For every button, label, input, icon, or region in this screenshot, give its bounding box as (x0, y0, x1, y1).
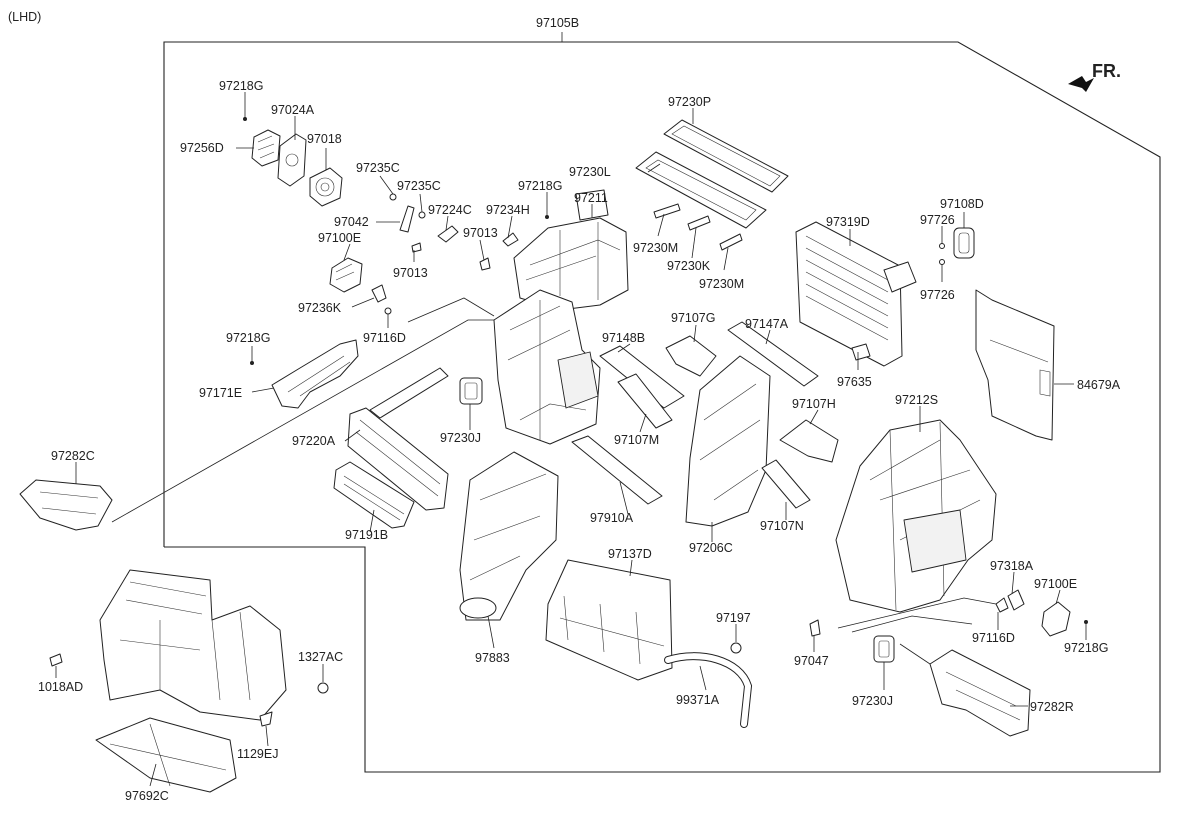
callout-97100e-right: 97100E (1034, 577, 1077, 591)
part-actuator-97100e-left (329, 257, 363, 293)
callout-97910a: 97910A (590, 511, 634, 525)
part-link-97042 (399, 205, 415, 233)
leader-lines (55, 92, 1087, 787)
part-cover-97692c (95, 717, 237, 793)
callout-97224c: 97224C (428, 203, 472, 217)
callout-97107m: 97107M (614, 433, 659, 447)
callout-97018: 97018 (307, 132, 342, 146)
callout-97148b: 97148B (602, 331, 645, 345)
callout-97107g: 97107G (671, 311, 715, 325)
callout-97234h: 97234H (486, 203, 530, 217)
callout-97218g-top: 97218G (219, 79, 263, 93)
callout-97212s: 97212S (895, 393, 938, 407)
callout-97318a: 97318A (990, 559, 1034, 573)
callout-97116d-right: 97116D (972, 631, 1015, 645)
callout-1327ac: 1327AC (298, 650, 343, 664)
callout-97107n: 97107N (760, 519, 804, 533)
callout-97230k: 97230K (667, 259, 711, 273)
part-lower-housing (493, 289, 601, 445)
part-heater-core-97220a (347, 367, 449, 511)
part-filter-frame-97230p (663, 119, 789, 193)
part-door-97107g (665, 335, 717, 377)
callout-97230j-right: 97230J (852, 694, 893, 708)
callout-97220a: 97220A (292, 434, 336, 448)
part-insulation-84679a (975, 289, 1055, 441)
callout-97100e-left: 97100E (318, 231, 361, 245)
part-filter-97191b (333, 461, 415, 529)
callout-97147a: 97147A (745, 317, 789, 331)
callout-97883: 97883 (475, 651, 510, 665)
part-door-97910a (571, 435, 663, 505)
callout-97726-2: 97726 (920, 288, 955, 302)
part-duct-97282c (19, 479, 113, 531)
callout-97218g-mid: 97218G (518, 179, 562, 193)
callout-97319d: 97319D (826, 215, 870, 229)
callout-97692c: 97692C (125, 789, 169, 803)
callout-97282r: 97282R (1030, 700, 1074, 714)
part-seal-97147a (727, 321, 819, 387)
callout-97230p: 97230P (668, 95, 711, 109)
callout-97230j-center: 97230J (440, 431, 481, 445)
part-heater-case-97212s (835, 419, 997, 613)
callout-97230m-2: 97230M (699, 277, 744, 291)
callout-97108d: 97108D (940, 197, 984, 211)
callout-labels: 97218G 97024A 97018 97256D 97235C 97235C… (38, 79, 1121, 803)
part-case-97206c (685, 355, 771, 527)
part-evaporator-97319d (795, 221, 917, 367)
callout-97235c-2: 97235C (397, 179, 441, 193)
callout-97218g-left: 97218G (226, 331, 270, 345)
part-door-97107m (617, 373, 673, 429)
callout-97137d: 97137D (608, 547, 652, 561)
callout-84679a: 84679A (1077, 378, 1121, 392)
callout-97206c: 97206C (689, 541, 733, 555)
callout-97191b: 97191B (345, 528, 388, 542)
callout-99371a: 99371A (676, 693, 720, 707)
assembly-label: 97105B (536, 16, 579, 30)
callout-97042: 97042 (334, 215, 369, 229)
part-duct-97883 (459, 451, 559, 621)
callout-97024a: 97024A (271, 103, 315, 117)
callout-97282c: 97282C (51, 449, 95, 463)
part-actuator-97100e-right (1041, 601, 1071, 637)
front-direction-arrow-icon (1068, 76, 1094, 92)
part-gasket-97230j-right (873, 635, 895, 663)
direction-label: FR. (1092, 61, 1121, 81)
callout-97171e: 97171E (199, 386, 242, 400)
part-lever-97024a (277, 133, 307, 187)
callout-97230m-1: 97230M (633, 241, 678, 255)
callout-97230l: 97230L (569, 165, 611, 179)
part-tray-97137d (545, 559, 673, 681)
part-door-97107n (761, 459, 811, 509)
part-gasket-97230j (459, 377, 483, 405)
part-grommet-97197 (730, 642, 742, 654)
part-seal-97108d (953, 227, 975, 259)
part-blower-case-97211 (513, 189, 629, 311)
callout-97256d: 97256D (180, 141, 224, 155)
callout-97211: 97211 (574, 191, 608, 205)
assembly-frame (163, 41, 1161, 773)
part-duct-97282r (929, 649, 1031, 737)
callout-97107h: 97107H (792, 397, 836, 411)
callout-97635: 97635 (837, 375, 872, 389)
part-door-97107h (779, 419, 839, 463)
callout-97116d-left: 97116D (363, 331, 406, 345)
callout-97013-2: 97013 (393, 266, 428, 280)
part-case-assembly-lower-left (99, 569, 287, 721)
callout-97047: 97047 (794, 654, 829, 668)
part-clip-97224c (437, 225, 459, 243)
part-duct-97171e (271, 339, 359, 409)
callout-97235c-1: 97235C (356, 161, 400, 175)
callout-97197: 97197 (716, 611, 751, 625)
part-actuator-97256d (251, 129, 281, 167)
callout-97726-1: 97726 (920, 213, 955, 227)
callout-1018ad: 1018AD (38, 680, 83, 694)
part-filter-frame-97230l (635, 151, 767, 229)
callout-1129ej: 1129EJ (237, 747, 278, 761)
callout-97236k: 97236K (298, 301, 342, 315)
callout-97218g-right: 97218G (1064, 641, 1108, 655)
variant-label: (LHD) (8, 10, 41, 24)
part-motor-97018 (309, 167, 343, 207)
callout-97013-1: 97013 (463, 226, 498, 240)
